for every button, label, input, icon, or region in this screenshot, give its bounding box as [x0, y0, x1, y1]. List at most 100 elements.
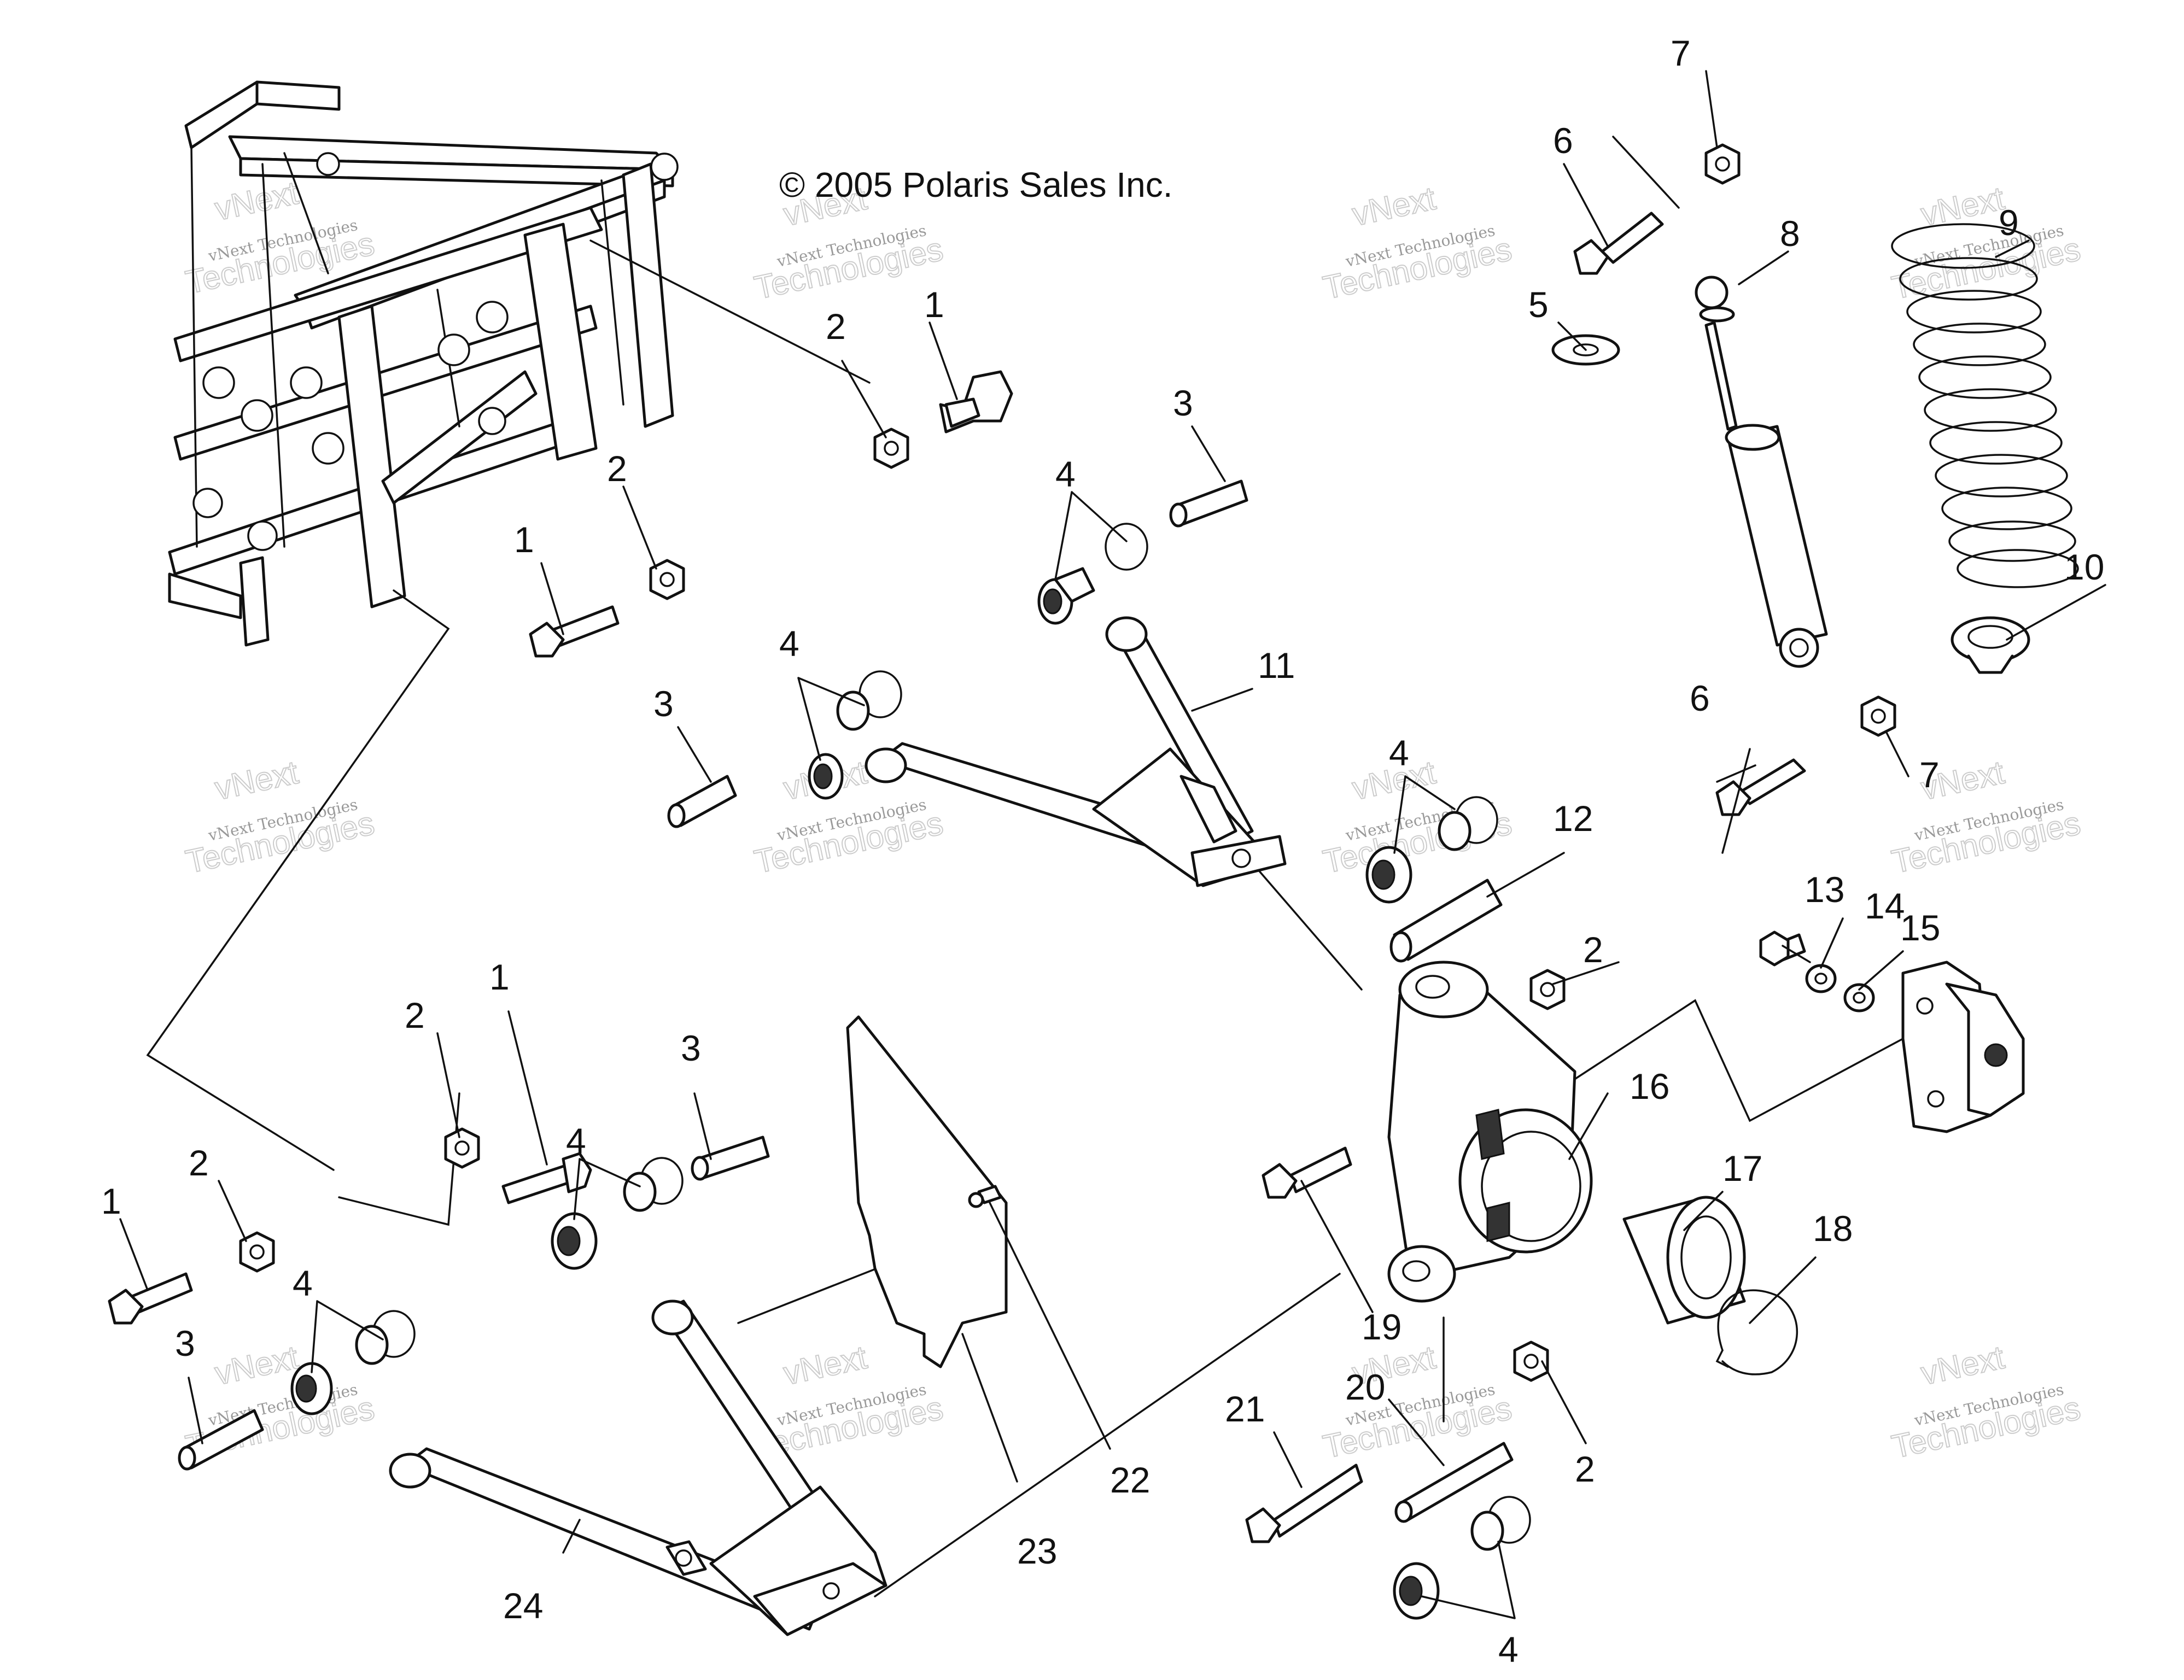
callout-4: 4 [566, 1121, 586, 1161]
spring-9 [1891, 223, 2079, 588]
callout-4: 4 [1055, 454, 1076, 494]
hub-carrier-16 [1387, 961, 1593, 1303]
callout-3: 3 [681, 1028, 701, 1068]
callout-1: 1 [514, 519, 534, 560]
washer-15 [1843, 983, 1875, 1012]
bolt-21 [1245, 1464, 1363, 1543]
callout-8: 8 [1780, 213, 1800, 254]
callout-2: 2 [607, 448, 627, 489]
watermark: vNext Technologies vNext Technologies [1888, 1338, 2084, 1466]
nut-7b [1860, 695, 1896, 737]
callout-4: 4 [1389, 733, 1409, 773]
spring-retainer-10 [1951, 616, 2030, 674]
callout-4: 4 [293, 1263, 313, 1303]
bolt-19 [1262, 1146, 1352, 1199]
bolt-1b [529, 605, 620, 658]
bolt-1d [108, 1272, 193, 1325]
pin-3c [691, 1135, 770, 1181]
callout-1: 1 [924, 284, 944, 325]
bushing-4e [290, 1310, 416, 1415]
callout-18: 18 [1813, 1208, 1853, 1249]
callout-15: 15 [1900, 908, 1940, 948]
pin-20 [1394, 1442, 1514, 1523]
callout-21: 21 [1225, 1389, 1265, 1429]
brake-caliper [1901, 961, 2025, 1133]
pin-3b [667, 775, 737, 828]
callout-13: 13 [1805, 869, 1844, 910]
copyright-text: © 2005 Polaris Sales Inc. [779, 165, 1173, 204]
shock-absorber-8 [1695, 276, 1828, 668]
callout-24: 24 [503, 1585, 543, 1626]
callout-7: 7 [1919, 754, 1940, 795]
nut-2a [873, 428, 909, 469]
svg-text:vNext: vNext [212, 174, 301, 227]
callout-10: 10 [2064, 547, 2104, 587]
bushing-4f [1393, 1496, 1531, 1620]
leader-lines [119, 70, 2106, 1619]
watermark: vNext Technologies vNext Technologies [1888, 179, 2084, 307]
bearing-17 [1622, 1196, 1746, 1325]
callout-9: 9 [1999, 202, 2019, 243]
pin-3a [1169, 479, 1248, 528]
callout-2: 2 [1583, 929, 1603, 970]
assembly-lines [146, 239, 1904, 1597]
svg-text:vNext: vNext [780, 1339, 870, 1392]
callout-11: 11 [1258, 645, 1295, 686]
callout-20: 20 [1345, 1367, 1385, 1407]
pin-3d [178, 1409, 264, 1471]
callout-19: 19 [1362, 1307, 1402, 1347]
callout-22: 22 [1110, 1460, 1150, 1500]
upper-a-arm-11 [865, 616, 1287, 887]
watermark: vNext Technologies vNext Technologies [182, 753, 378, 881]
svg-text:vNext: vNext [1349, 180, 1439, 233]
svg-text:vNext: vNext [212, 754, 301, 807]
callout-23: 23 [1017, 1531, 1057, 1571]
nut-2d [239, 1231, 275, 1273]
bolt-6b [1715, 758, 1806, 816]
callouts: 1 2 3 4 5 6 7 8 9 10 11 12 13 14 15 16 1… [101, 33, 2104, 1670]
bushing-4c [1365, 796, 1498, 904]
callout-3: 3 [175, 1323, 195, 1363]
callout-14: 14 [1865, 886, 1905, 926]
nut-2b [649, 559, 685, 600]
callout-2: 2 [405, 995, 425, 1035]
callout-12: 12 [1553, 798, 1593, 839]
svg-text:vNext: vNext [1918, 1339, 2007, 1392]
callout-1: 1 [489, 957, 510, 997]
bolt-1c [501, 1152, 592, 1204]
callout-1: 1 [101, 1181, 121, 1221]
sleeve-12 [1389, 879, 1503, 963]
watermark: vNext Technologies vNext Technologies [1888, 753, 2084, 881]
callout-7: 7 [1671, 33, 1691, 73]
callout-6: 6 [1553, 120, 1573, 161]
nut-2c [444, 1127, 480, 1169]
callout-5: 5 [1528, 284, 1549, 325]
bushing-4a [1037, 523, 1148, 625]
watermark: vNext Technologies vNext Technologies [1319, 1338, 1516, 1466]
callout-4: 4 [779, 623, 799, 664]
watermark: vNext Technologies vNext Technologies [1319, 179, 1516, 307]
callout-4: 4 [1498, 1629, 1519, 1670]
callout-6: 6 [1690, 678, 1710, 718]
callout-3: 3 [653, 683, 674, 724]
guard-plate-23 [846, 1015, 1008, 1368]
bolt-1a [939, 370, 1013, 434]
washer-14 [1805, 964, 1837, 993]
bolt-13 [1759, 930, 1806, 967]
nut-2e [1529, 969, 1566, 1010]
bushing-4d [551, 1157, 684, 1270]
callout-2: 2 [189, 1143, 209, 1183]
callout-17: 17 [1722, 1148, 1762, 1189]
bolt-6a [1573, 212, 1664, 275]
snap-ring-18 [1715, 1289, 1798, 1375]
lower-a-arm-24 [389, 1299, 887, 1636]
nut-7a [1704, 143, 1741, 185]
callout-2: 2 [1575, 1449, 1595, 1489]
callout-16: 16 [1630, 1066, 1669, 1107]
chassis-frame [168, 80, 679, 647]
bushing-4b [808, 670, 902, 800]
svg-text:vNext: vNext [212, 1339, 301, 1392]
rivet-22 [968, 1185, 1002, 1208]
callout-3: 3 [1173, 383, 1193, 423]
